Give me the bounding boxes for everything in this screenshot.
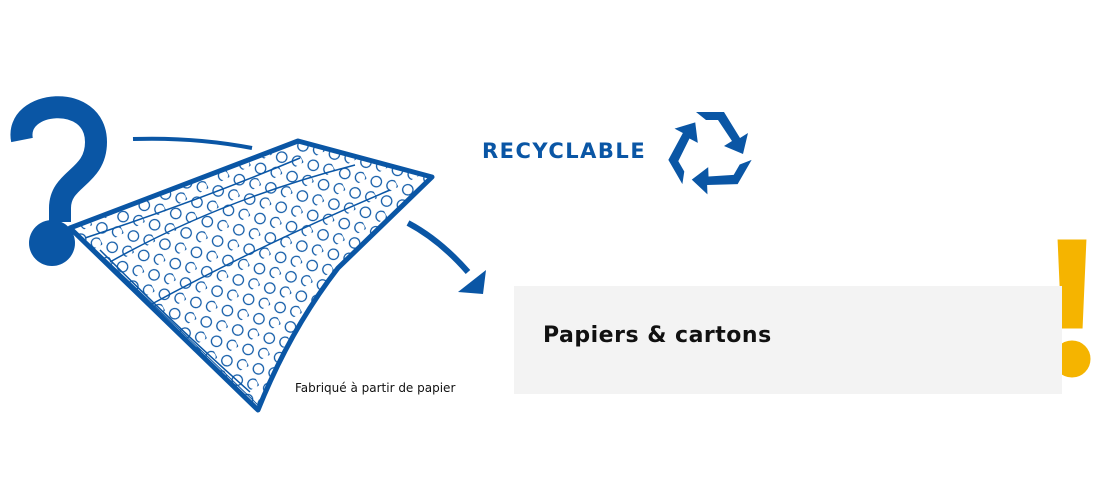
bin-category-label: Papiers & cartons <box>543 323 772 348</box>
arrow-down-icon <box>406 220 486 294</box>
item-caption: Fabriqué à partir de papier <box>295 381 456 395</box>
connector-line <box>132 136 253 150</box>
recycle-icon <box>668 112 752 195</box>
bin-category-box: Papiers & cartons <box>514 286 1062 394</box>
recyclable-label: RECYCLABLE <box>482 139 647 163</box>
padded-envelope-illustration <box>67 138 435 413</box>
question-mark-icon <box>10 96 108 266</box>
